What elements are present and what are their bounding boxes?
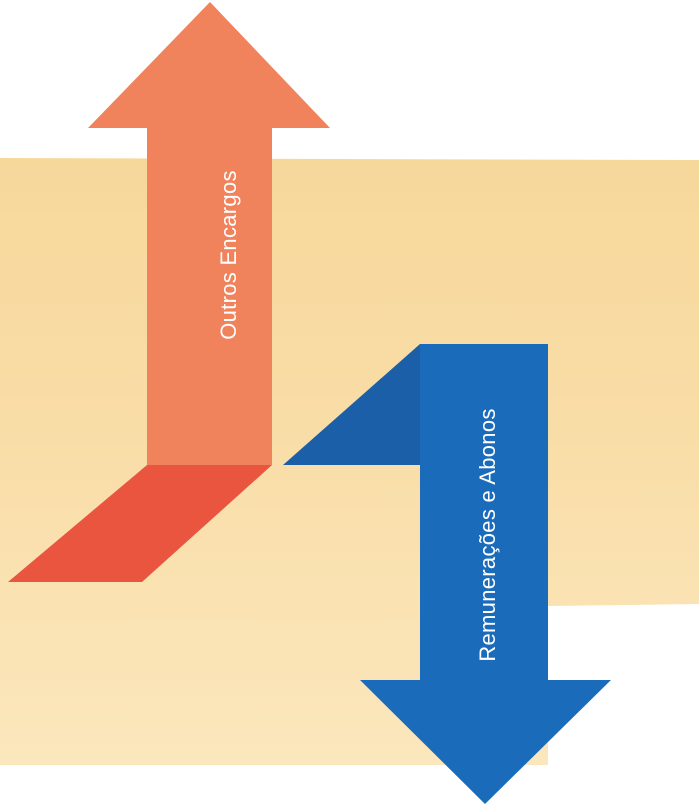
down-arrow [360, 344, 611, 804]
up-arrow [88, 2, 330, 465]
down-arrow-label: Remunerações e Abonos [475, 408, 500, 661]
down-arrow-base [283, 344, 420, 465]
up-arrow-base [8, 465, 272, 582]
up-arrow-label: Outros Encargos [216, 170, 241, 340]
